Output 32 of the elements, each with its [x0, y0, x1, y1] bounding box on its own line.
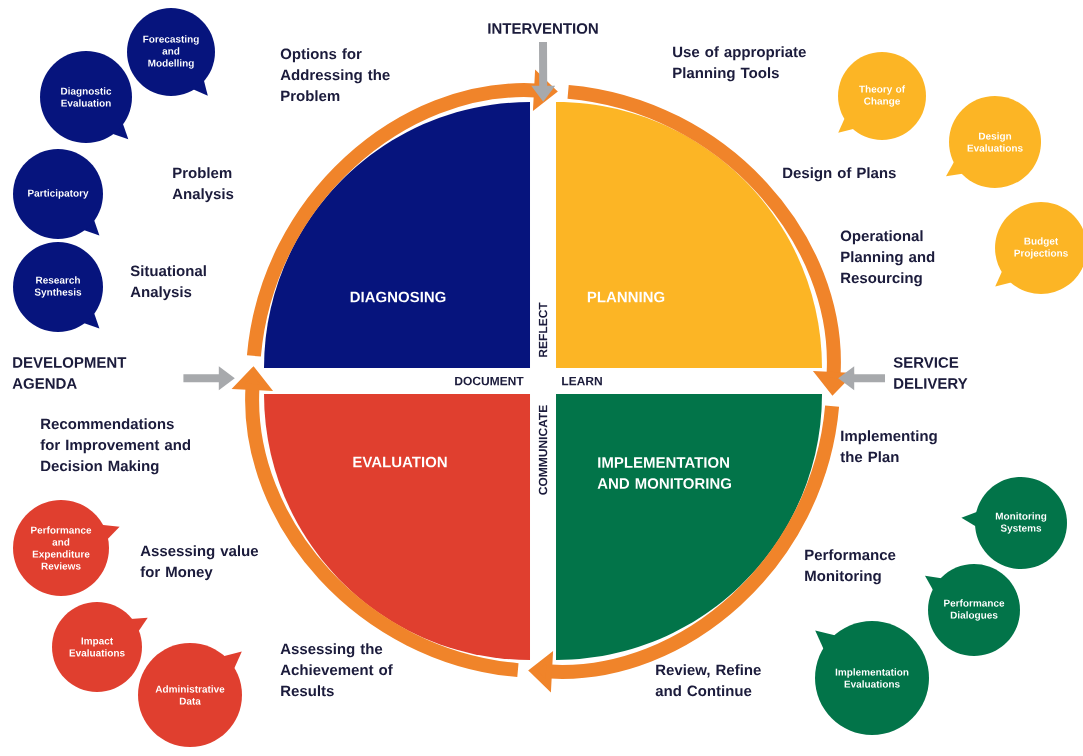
speech-bubble: Performance Dialogues	[925, 564, 1020, 656]
input-arrow	[531, 42, 556, 102]
center-word: COMMUNICATE	[538, 405, 548, 495]
speech-bubble: Administrative Data	[138, 643, 242, 747]
center-word: REFLECT	[538, 302, 548, 357]
speech-bubble: Monitoring Systems	[961, 477, 1067, 569]
speech-bubble: Budget Projections	[995, 202, 1083, 294]
step-label: Assessing value for Money	[140, 545, 259, 581]
step-label: Review, Refine and Continue	[655, 664, 761, 697]
speech-bubble: Research Synthesis	[13, 242, 103, 332]
input-label: DEVELOPMENT AGENDA	[12, 357, 127, 389]
step-label: Options for Addressing the Problem	[280, 48, 390, 102]
step-label: Recommendations for Improvement and Decision Making	[40, 418, 191, 475]
step-label: Implementing the Plan	[840, 430, 937, 463]
speech-bubble: Diagnostic Evaluation	[40, 51, 132, 143]
speech-bubble: Impact Evaluations	[52, 602, 148, 692]
speech-bubble: Performance and Expenditure Reviews	[13, 500, 120, 596]
center-word: DOCUMENT	[455, 376, 524, 386]
speech-bubble: Forecasting and Modelling	[127, 8, 215, 96]
input-arrow	[838, 366, 885, 391]
center-word: LEARN	[562, 376, 602, 386]
input-label: INTERVENTION	[488, 23, 598, 34]
speech-bubble: Participatory	[13, 149, 103, 239]
input-label: SERVICE DELIVERY	[893, 357, 968, 389]
step-label: Operational Planning and Resourcing	[840, 230, 935, 287]
input-arrow	[183, 366, 235, 391]
step-label: Use of appropriate Planning Tools	[673, 46, 806, 82]
step-label: Situational Analysis	[130, 265, 206, 301]
speech-bubble: Theory of Change	[838, 52, 926, 140]
speech-bubble: Design Evaluations	[946, 96, 1041, 188]
step-label: Problem Analysis	[172, 167, 234, 203]
speech-bubble: Implementation Evaluations	[815, 621, 929, 735]
